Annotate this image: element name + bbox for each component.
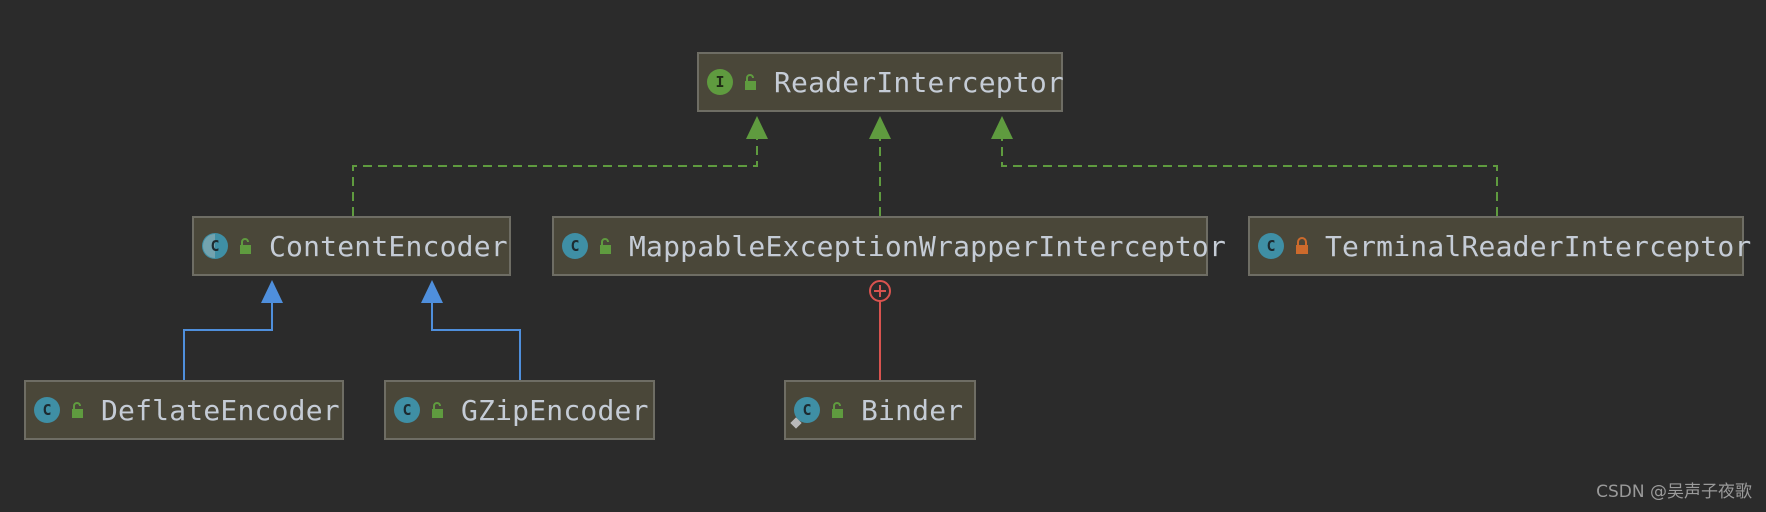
unlocked-padlock-icon xyxy=(832,402,843,418)
implements-edge-content-encoder xyxy=(352,138,758,216)
class-icon: C xyxy=(34,397,60,423)
node-label: DeflateEncoder xyxy=(101,393,340,427)
implements-arrowhead-mappable xyxy=(869,116,891,139)
implements-arrowhead-content-encoder xyxy=(746,116,768,139)
unlocked-padlock-icon xyxy=(600,238,611,254)
class-icon: C xyxy=(1258,233,1284,259)
unlocked-padlock-icon xyxy=(745,74,756,90)
static-class-icon: C xyxy=(790,397,820,429)
node-binder[interactable]: C Binder xyxy=(784,380,976,440)
unlocked-padlock-icon xyxy=(72,402,83,418)
implements-edge-terminal xyxy=(1001,138,1498,216)
node-content-encoder[interactable]: C ContentEncoder xyxy=(192,216,511,276)
implements-arrowhead-terminal xyxy=(991,116,1013,139)
interface-icon: I xyxy=(707,69,733,95)
inner-class-plus-icon xyxy=(869,280,891,302)
node-deflate-encoder[interactable]: C DeflateEncoder xyxy=(24,380,344,440)
unlocked-padlock-icon xyxy=(432,402,443,418)
abstract-class-icon: C xyxy=(202,233,228,259)
watermark: CSDN @吴声子夜歌 xyxy=(1596,482,1752,502)
extends-edge-gzip xyxy=(431,302,521,380)
node-reader-interceptor[interactable]: I ReaderInterceptor xyxy=(697,52,1064,112)
locked-padlock-icon xyxy=(1296,237,1308,254)
extends-arrowhead-gzip xyxy=(421,280,443,303)
extends-arrowhead-deflate xyxy=(261,280,283,303)
class-icon: C xyxy=(394,397,420,423)
extends-edge-deflate xyxy=(183,302,273,380)
node-label: TerminalReaderInterceptor xyxy=(1325,229,1752,263)
node-label: ContentEncoder xyxy=(269,229,508,263)
unlocked-padlock-icon xyxy=(240,238,251,254)
class-icon: C xyxy=(562,233,588,259)
node-label: ReaderInterceptor xyxy=(774,65,1064,99)
node-label: MappableExceptionWrapperInterceptor xyxy=(629,229,1227,263)
node-label: Binder xyxy=(861,393,964,427)
node-mappable-exception-wrapper-interceptor[interactable]: C MappableExceptionWrapperInterceptor xyxy=(552,216,1226,276)
node-label: GZipEncoder xyxy=(461,393,649,427)
node-terminal-reader-interceptor[interactable]: C TerminalReaderInterceptor xyxy=(1248,216,1751,276)
node-gzip-encoder[interactable]: C GZipEncoder xyxy=(384,380,655,440)
static-marker-icon xyxy=(790,417,802,429)
